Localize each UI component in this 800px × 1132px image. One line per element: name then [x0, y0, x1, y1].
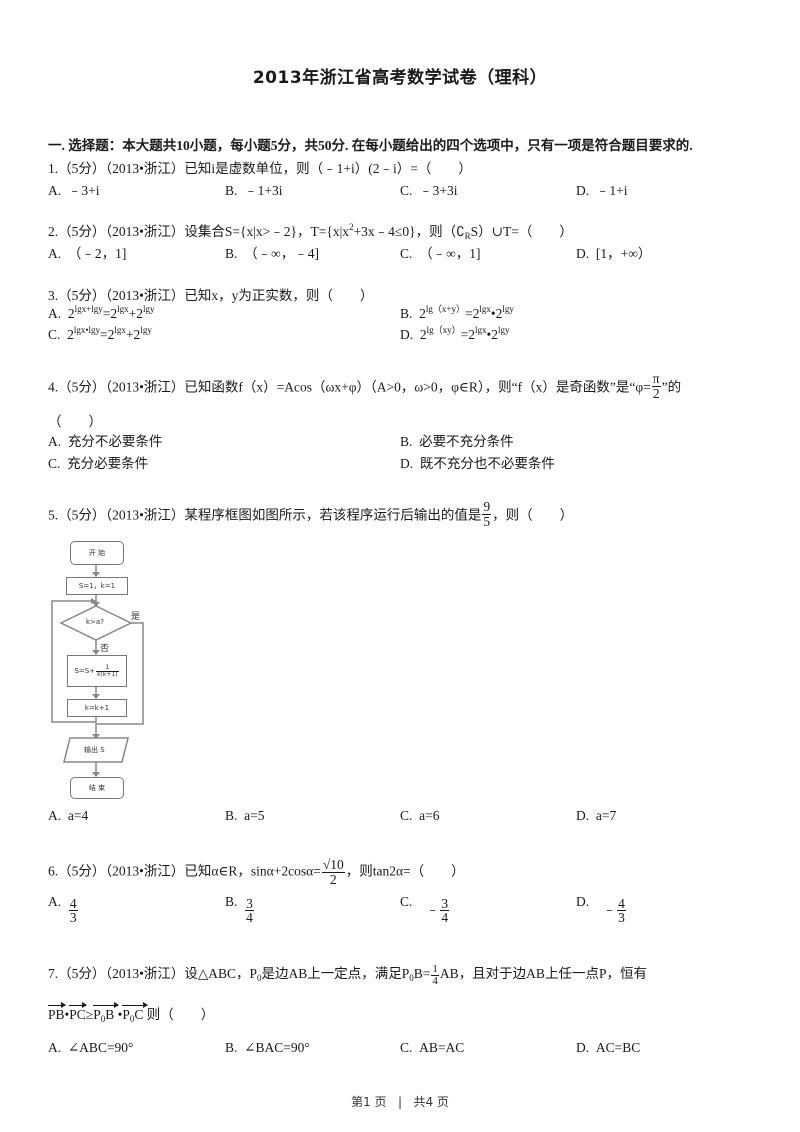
option-b[interactable]: B. ﹣1+3i [225, 183, 283, 198]
question-stem: 1.（5分）（2013•浙江）已知i是虚数单位，则（﹣1+i）(2﹣i）=（ ） [48, 161, 472, 176]
question-stem: 2.（5分）（2013•浙江）设集合S={x|x>﹣2}，T={x|x2+3x﹣… [48, 222, 573, 241]
option-d[interactable]: D. 既不充分也不必要条件 [400, 456, 555, 471]
flowchart-yes-label: 是 [131, 612, 141, 622]
option-b[interactable]: B. 必要不充分条件 [400, 434, 514, 449]
option-c[interactable]: C. 2lgx•lgy=2lgx+2lgy [48, 325, 152, 343]
option-c[interactable]: C. 充分必要条件 [48, 456, 149, 471]
section-heading: 一. 选择题：本大题共10小题，每小题5分，共50分. 在每小题给出的四个选项中… [48, 138, 693, 153]
option-d[interactable]: D. a=7 [576, 808, 617, 823]
option-b[interactable]: B. （﹣∞，﹣4] [225, 246, 320, 261]
option-a[interactable]: A. 2lgx+lgy=2lgx+2lgy [48, 304, 155, 322]
option-b[interactable]: B. ∠BAC=90° [225, 1040, 310, 1055]
question-stem: 4.（5分）（2013•浙江）已知函数f（x）=Acos（ωx+φ）（A>0，ω… [48, 371, 682, 401]
option-a[interactable]: A. a=4 [48, 808, 89, 823]
option-c[interactable]: C. ﹣3+3i [400, 183, 458, 198]
option-b[interactable]: B. 2lg（x+y）=2lgx•2lgy [400, 304, 514, 322]
flowchart-update-k: k=k+1 [67, 699, 127, 717]
answer-blank: （ ） [48, 414, 102, 429]
option-a[interactable]: A. ﹣3+i [48, 183, 100, 198]
flowchart-init: S=1，k=1 [66, 577, 128, 595]
page-title: 2013年浙江省高考数学试卷（理科） [252, 68, 548, 88]
footer-separator: | [397, 1095, 403, 1109]
option-a[interactable]: A. ∠ABC=90° [48, 1040, 134, 1055]
option-d[interactable]: D. AC=BC [576, 1040, 641, 1055]
option-a[interactable]: A. （﹣2，1] [48, 246, 127, 261]
flowchart-end: 结 束 [70, 777, 124, 799]
page-number: 第1 页 [351, 1095, 387, 1109]
option-a[interactable]: A. 充分不必要条件 [48, 434, 163, 449]
flowchart-condition: k>a? [86, 618, 104, 626]
flowchart-output: 输出 S [84, 746, 105, 754]
question-stem: 3.（5分）（2013•浙江）已知x，y为正实数，则（ ） [48, 288, 374, 303]
page-footer: 第1 页 | 共4 页 [0, 1093, 800, 1110]
option-c[interactable]: C. AB=AC [400, 1040, 465, 1055]
vector-inequality: PB•PC≥P0B •P0C 则（ ） [48, 1002, 215, 1024]
option-b[interactable]: B. a=5 [225, 808, 265, 823]
option-c[interactable]: C. a=6 [400, 808, 440, 823]
flowchart-no-label: 否 [100, 644, 110, 654]
option-d[interactable]: D. 2lg（xy）=2lgx•2lgy [400, 325, 510, 343]
page-total: 共4 页 [413, 1095, 449, 1109]
option-d[interactable]: D. ﹣1+i [576, 183, 628, 198]
flowchart-start: 开 始 [70, 541, 124, 565]
option-c[interactable]: C. （﹣∞，1] [400, 246, 481, 261]
option-d[interactable]: D. [1，+∞） [576, 246, 652, 261]
